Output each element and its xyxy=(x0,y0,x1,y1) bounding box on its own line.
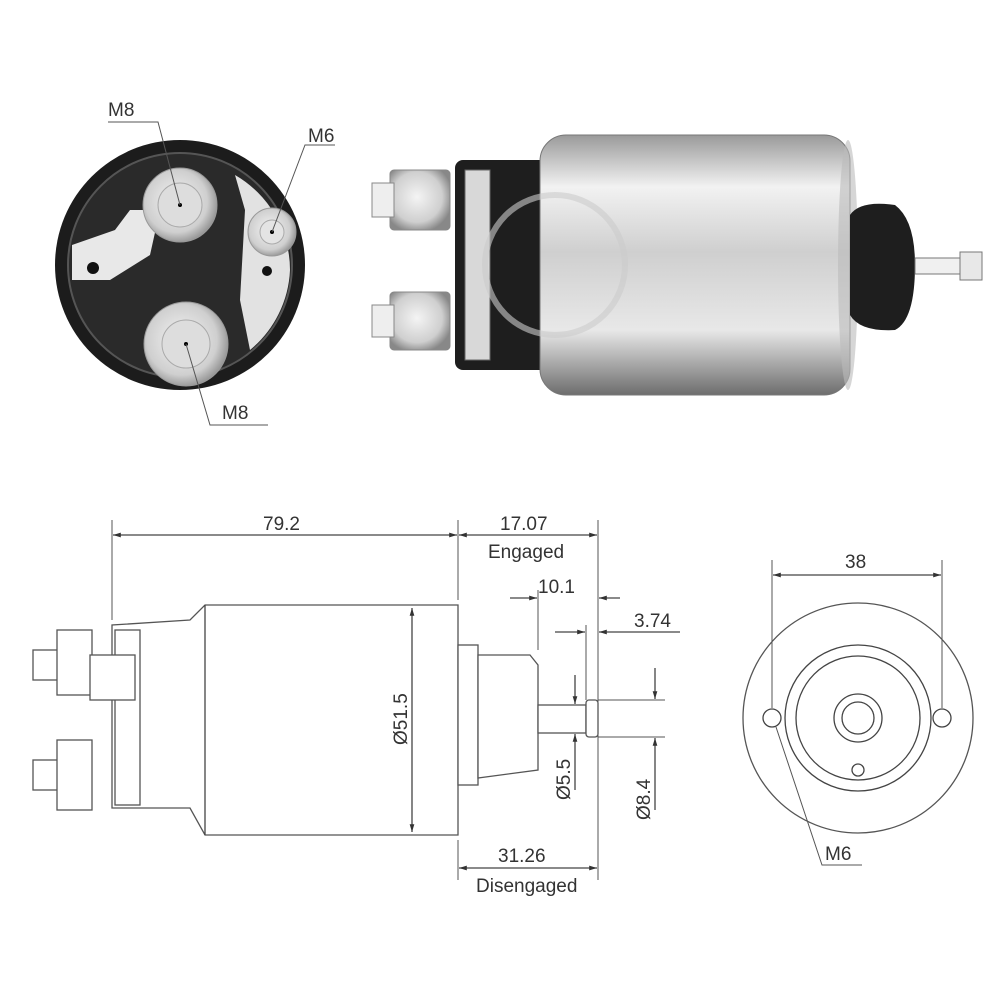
label-terminal-bottom: M8 xyxy=(222,403,248,424)
dim-engaged-length: 17.07 xyxy=(500,514,548,535)
label-terminal-small: M6 xyxy=(308,126,334,147)
label-engaged: Engaged xyxy=(488,542,564,563)
dim-tip-diameter: Ø8.4 xyxy=(634,778,655,820)
dim-shaft-diameter: Ø5.5 xyxy=(554,759,575,800)
label-mount-thread: M6 xyxy=(825,844,851,865)
dim-body-length: 79.2 xyxy=(263,514,300,535)
photo-side-view xyxy=(371,134,983,396)
photo-end-view xyxy=(55,140,305,390)
leader-terminal-small xyxy=(271,144,335,233)
label-disengaged: Disengaged xyxy=(476,876,577,897)
label-terminal-small-clip: M6 xyxy=(308,126,334,147)
dim-body-diameter: Ø51.5 xyxy=(391,693,412,745)
dim-disengaged-length: 31.26 xyxy=(498,846,546,867)
end-view-drawing xyxy=(742,560,974,866)
leader-terminal-top xyxy=(108,121,181,206)
side-dimensions xyxy=(111,520,680,880)
dim-mount-spacing: 38 xyxy=(845,552,866,573)
leader-terminal-bottom xyxy=(185,343,268,426)
dim-plunger-offset: 10.1 xyxy=(538,577,575,598)
dim-tip-length: 3.74 xyxy=(634,611,671,632)
side-drawing xyxy=(32,604,599,836)
label-terminal-top: M8 xyxy=(108,100,134,121)
